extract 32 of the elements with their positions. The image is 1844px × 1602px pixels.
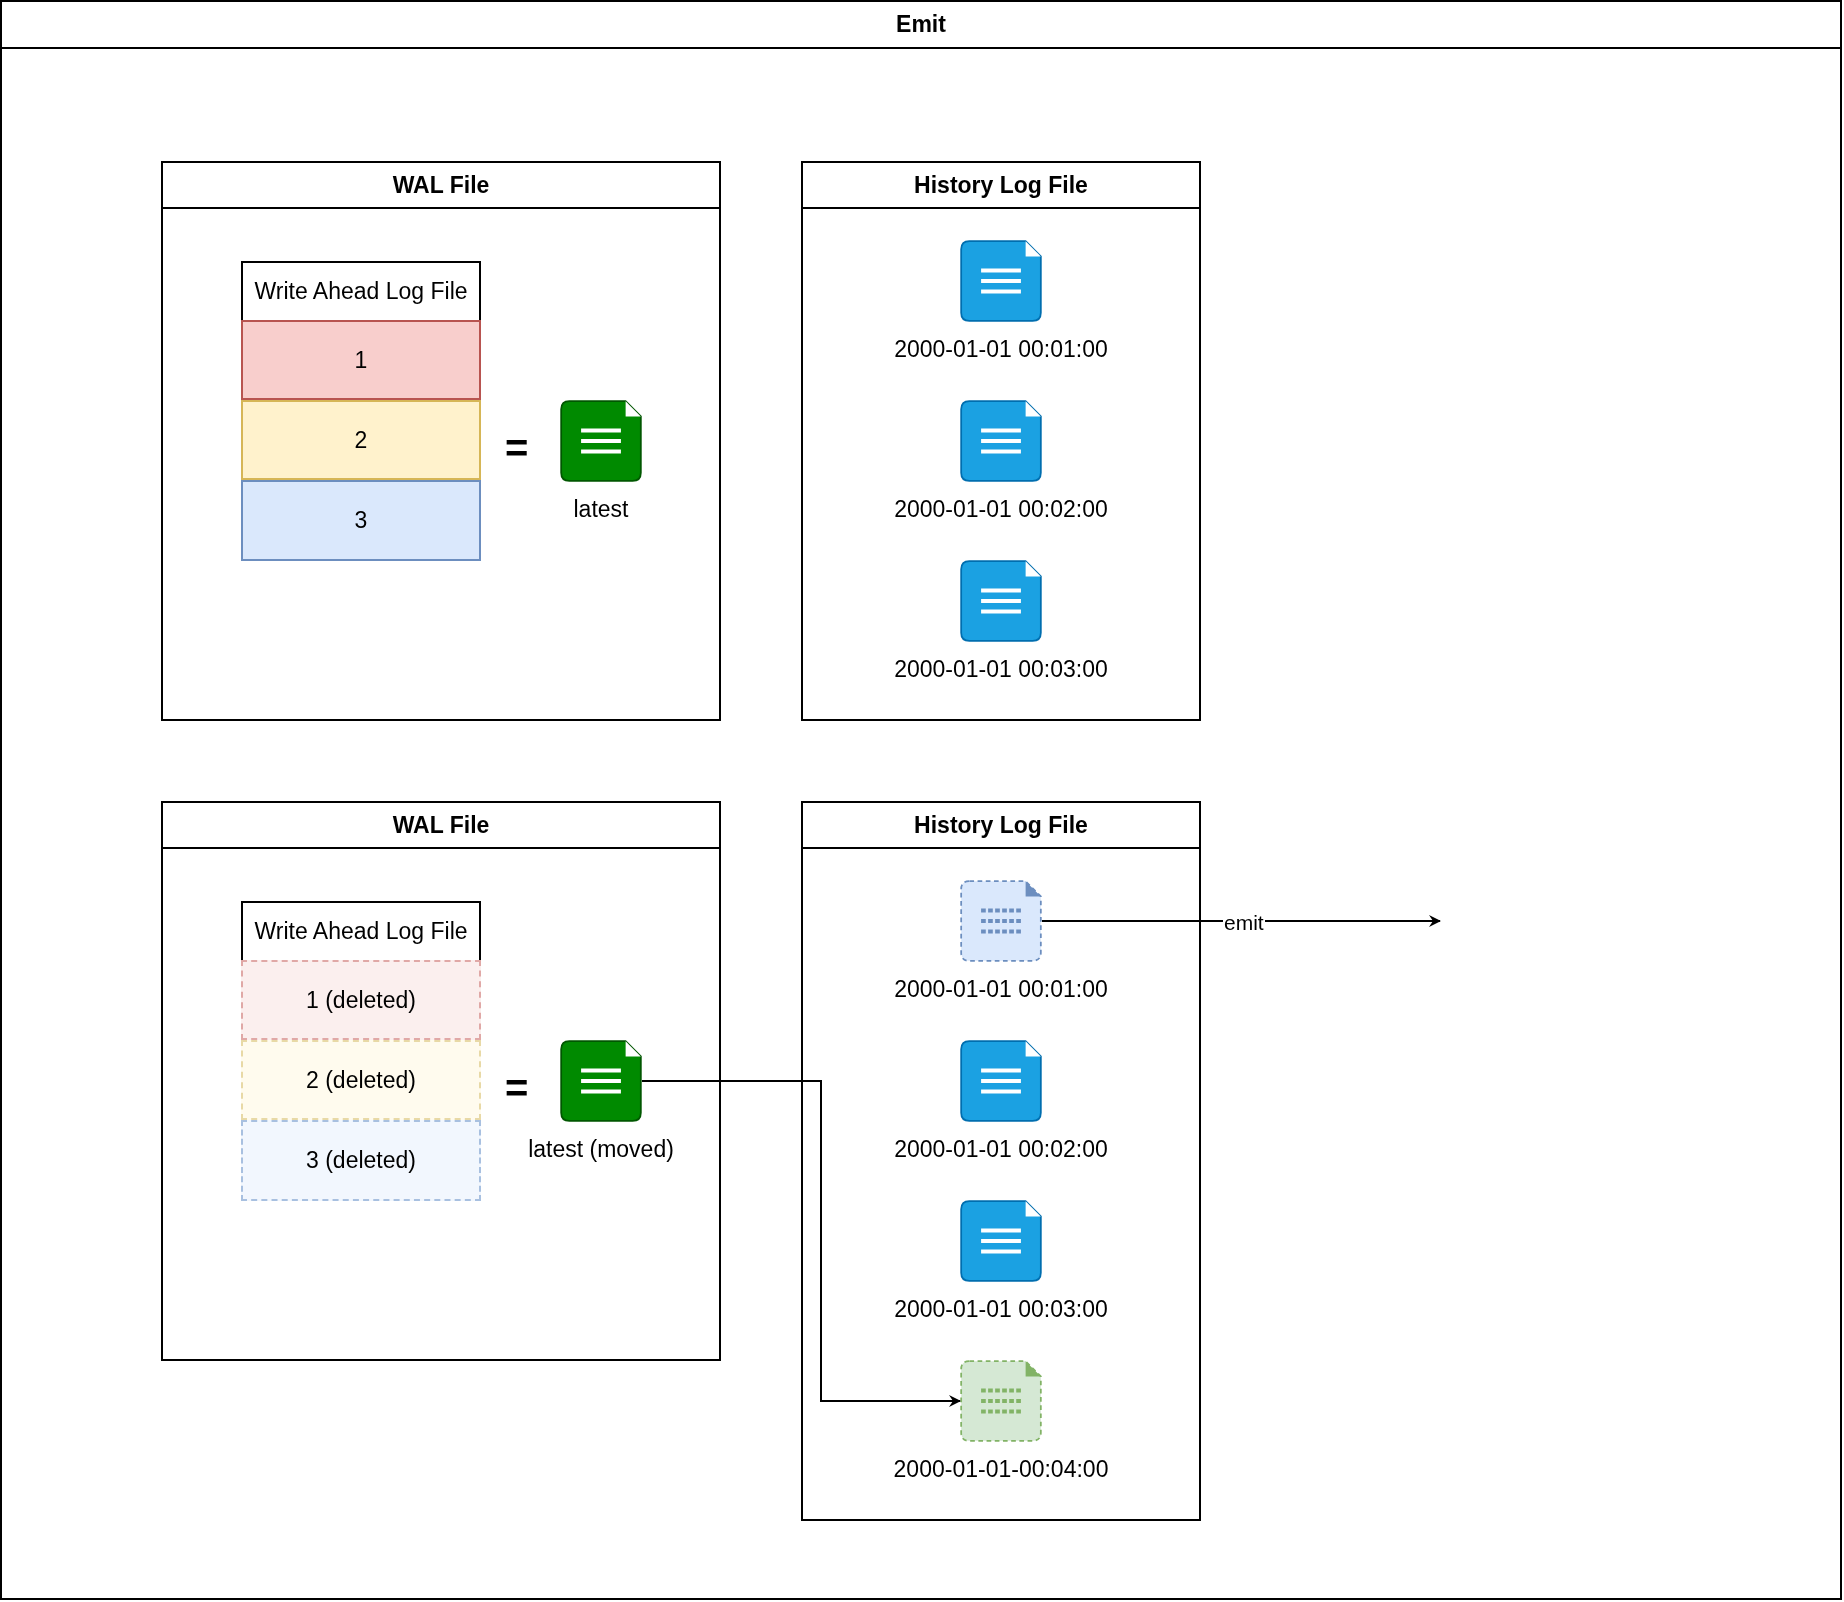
container-panel — [161, 161, 721, 721]
table-heading: Write Ahead Log File — [254, 278, 468, 305]
log-entry-row: 2 (deleted) — [241, 1040, 481, 1120]
file-name: 2000-01-01 00:02:00 — [893, 1136, 1109, 1163]
file-name: 2000-01-01-00:04:00 — [892, 1456, 1110, 1483]
container-panel — [801, 161, 1201, 721]
equals-sign: = — [505, 1068, 529, 1108]
panel-title: History Log File — [914, 811, 1088, 839]
file-name: 2000-01-01 00:02:00 — [893, 496, 1109, 523]
arrow — [641, 1080, 961, 1407]
equals-sign: = — [505, 428, 529, 468]
log-entry-row: 3 — [241, 480, 481, 561]
file-name: 2000-01-01 00:01:00 — [893, 336, 1109, 363]
container-panel — [161, 801, 721, 1361]
file-name: 2000-01-01 00:03:00 — [893, 1296, 1109, 1323]
log-entry-row: 2 — [241, 400, 481, 480]
arrow — [1041, 915, 1441, 927]
log-entry-row: 1 — [241, 320, 481, 400]
file-name: latest — [572, 496, 630, 523]
log-entry-row: 1 (deleted) — [241, 960, 481, 1040]
log-entry-row: 3 (deleted) — [241, 1120, 481, 1201]
file-name: latest (moved) — [527, 1136, 675, 1163]
panel-title: WAL File — [392, 811, 490, 839]
file-name: 2000-01-01 00:01:00 — [893, 976, 1109, 1003]
panel-title: Emit — [896, 11, 946, 38]
table-heading: Write Ahead Log File — [254, 918, 468, 945]
container-panel — [801, 801, 1201, 1521]
log-table — [241, 261, 481, 561]
panel-title: History Log File — [914, 171, 1088, 199]
file-name: 2000-01-01 00:03:00 — [893, 656, 1109, 683]
log-table — [241, 901, 481, 1201]
panel-title: WAL File — [392, 171, 490, 199]
